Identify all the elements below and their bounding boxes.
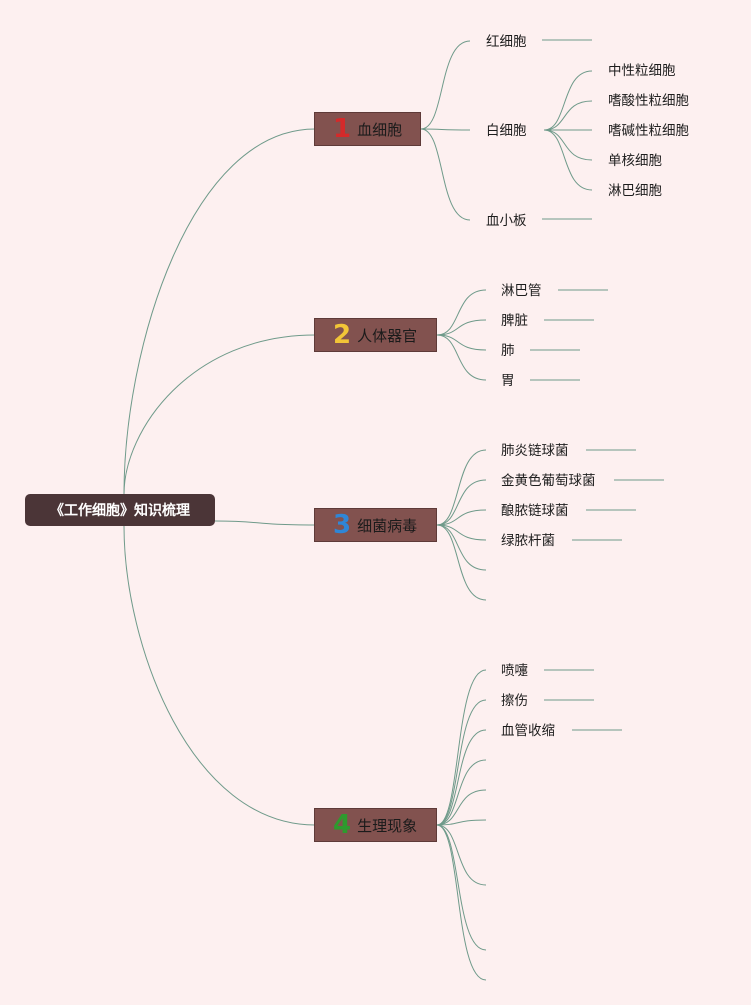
leaf-topic[interactable]: 血管收缩 <box>501 723 555 739</box>
connector-line <box>543 129 593 161</box>
leaf-topic[interactable]: 金黄色葡萄球菌 <box>501 473 596 489</box>
connector-line <box>436 289 487 336</box>
connector-line <box>436 509 487 526</box>
connector-line <box>436 334 487 351</box>
connector-line <box>436 824 487 886</box>
root-topic[interactable]: 《工作细胞》知识梳理 <box>25 494 215 526</box>
leaf-topic[interactable]: 肺 <box>501 343 515 359</box>
connector-line <box>436 479 487 526</box>
root-connector-line <box>123 334 316 495</box>
connector-line <box>543 70 593 131</box>
branch-topic-4[interactable]: 4 生理现象 <box>314 808 437 842</box>
branch-label: 生理现象 <box>357 816 418 835</box>
connector-line <box>436 824 487 951</box>
leaf-topic[interactable]: 擦伤 <box>501 693 528 709</box>
leaf-topic[interactable]: 红细胞 <box>486 34 527 50</box>
connector-line <box>436 819 487 826</box>
connector-line <box>436 319 487 336</box>
connector-line <box>436 334 487 381</box>
subleaf-topic[interactable]: 中性粒细胞 <box>608 63 676 79</box>
leaf-topic[interactable]: 绿脓杆菌 <box>501 533 555 549</box>
subleaf-topic[interactable]: 单核细胞 <box>608 153 662 169</box>
connector-line <box>436 449 487 526</box>
connector-line <box>436 729 487 826</box>
leaf-topic[interactable]: 脾脏 <box>501 313 528 329</box>
subleaf-topic[interactable]: 嗜碱性粒细胞 <box>608 123 689 139</box>
number-1-icon: 1 <box>333 114 352 144</box>
connector-line <box>420 40 471 130</box>
leaf-topic[interactable]: 酿脓链球菌 <box>501 503 569 519</box>
branch-topic-3[interactable]: 3 细菌病毒 <box>314 508 437 542</box>
root-connector-line <box>123 128 316 495</box>
leaf-topic[interactable]: 血小板 <box>486 213 527 229</box>
subleaf-topic[interactable]: 嗜酸性粒细胞 <box>608 93 689 109</box>
branch-label: 细菌病毒 <box>357 516 418 535</box>
connector-line <box>436 669 487 826</box>
number-2-icon: 2 <box>333 320 352 350</box>
connector-line <box>436 524 487 601</box>
connector-line <box>420 128 471 131</box>
leaf-topic[interactable]: 白细胞 <box>486 123 527 139</box>
leaf-topic[interactable]: 肺炎链球菌 <box>501 443 569 459</box>
root-connector-line <box>123 525 316 826</box>
number-4-icon: 4 <box>333 810 352 840</box>
connector-line <box>436 699 487 826</box>
subleaf-topic[interactable]: 淋巴细胞 <box>608 183 662 199</box>
root-connector-line <box>214 520 316 526</box>
branch-topic-2[interactable]: 2 人体器官 <box>314 318 437 352</box>
connector-line <box>420 128 471 221</box>
branch-label: 人体器官 <box>357 326 418 345</box>
branch-topic-1[interactable]: 1 血细胞 <box>314 112 421 146</box>
leaf-topic[interactable]: 喷嚏 <box>501 663 528 679</box>
connector-line <box>436 789 487 826</box>
connector-line <box>543 129 593 191</box>
number-3-icon: 3 <box>333 510 352 540</box>
branch-label: 血细胞 <box>357 120 403 139</box>
leaf-topic[interactable]: 胃 <box>501 373 515 389</box>
connector-line <box>543 100 593 131</box>
connector-line <box>436 824 487 981</box>
connector-line <box>436 524 487 541</box>
connector-line <box>436 524 487 571</box>
leaf-topic[interactable]: 淋巴管 <box>501 283 542 299</box>
connector-line <box>436 759 487 826</box>
